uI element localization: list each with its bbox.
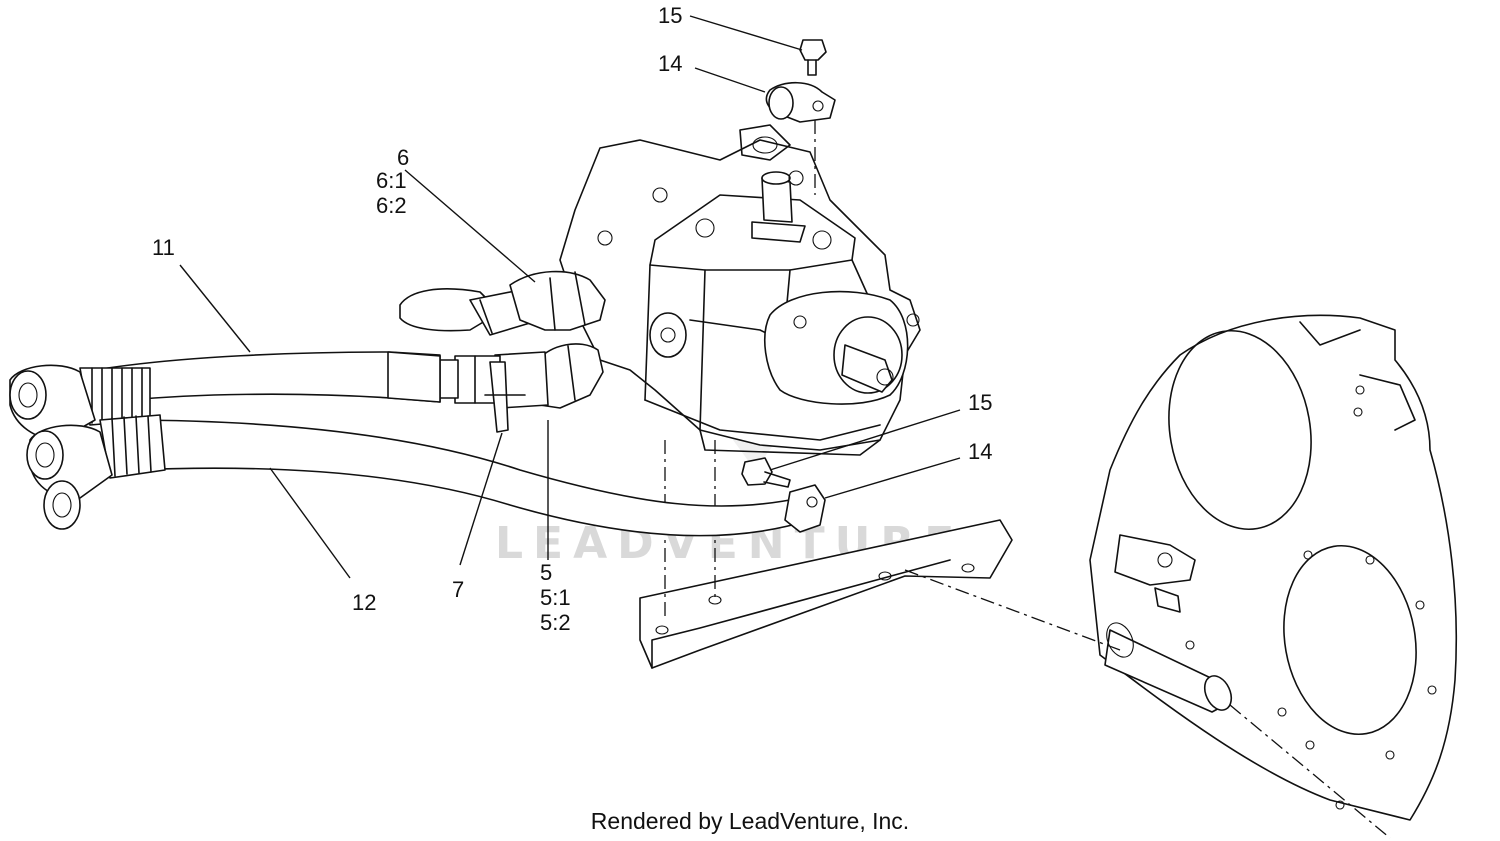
- hose-bracket: [484, 361, 526, 433]
- callout-6-1: 6:1: [376, 168, 407, 193]
- hose-11: [94, 351, 441, 403]
- callout-labels: 15 14 6 6:1 6:2 11 15 14 5 5:1 5:2 7 12: [152, 3, 992, 635]
- callout-5: 5: [540, 560, 552, 585]
- mounting-bracket: [639, 519, 1013, 669]
- callout-5-1: 5:1: [540, 585, 571, 610]
- callout-14-top: 14: [658, 51, 682, 76]
- callout-11: 11: [152, 235, 175, 260]
- callout-14-mid: 14: [968, 439, 992, 464]
- callout-12: 12: [352, 590, 376, 615]
- callout-7: 7: [452, 577, 464, 602]
- callout-6: 6: [397, 145, 409, 170]
- upper-hose-fitting: [399, 270, 606, 336]
- lower-hose-fitting: [434, 343, 604, 409]
- hydraulic-pump: [559, 124, 921, 456]
- callout-5-2: 5:2: [540, 610, 571, 635]
- hose-end-fittings: [9, 364, 166, 530]
- engine-adapter-plate: [1089, 314, 1458, 821]
- callout-6-2: 6:2: [376, 193, 407, 218]
- top-clamp: [765, 81, 836, 123]
- mid-bolt: [741, 457, 791, 488]
- footer-credit: Rendered by LeadVenture, Inc.: [591, 808, 909, 834]
- top-bolt: [799, 39, 827, 76]
- hose-12: [119, 419, 811, 537]
- mid-clamp: [784, 484, 826, 533]
- callout-15-mid: 15: [968, 390, 992, 415]
- leader-lines: [179, 15, 961, 579]
- callout-15-top: 15: [658, 3, 682, 28]
